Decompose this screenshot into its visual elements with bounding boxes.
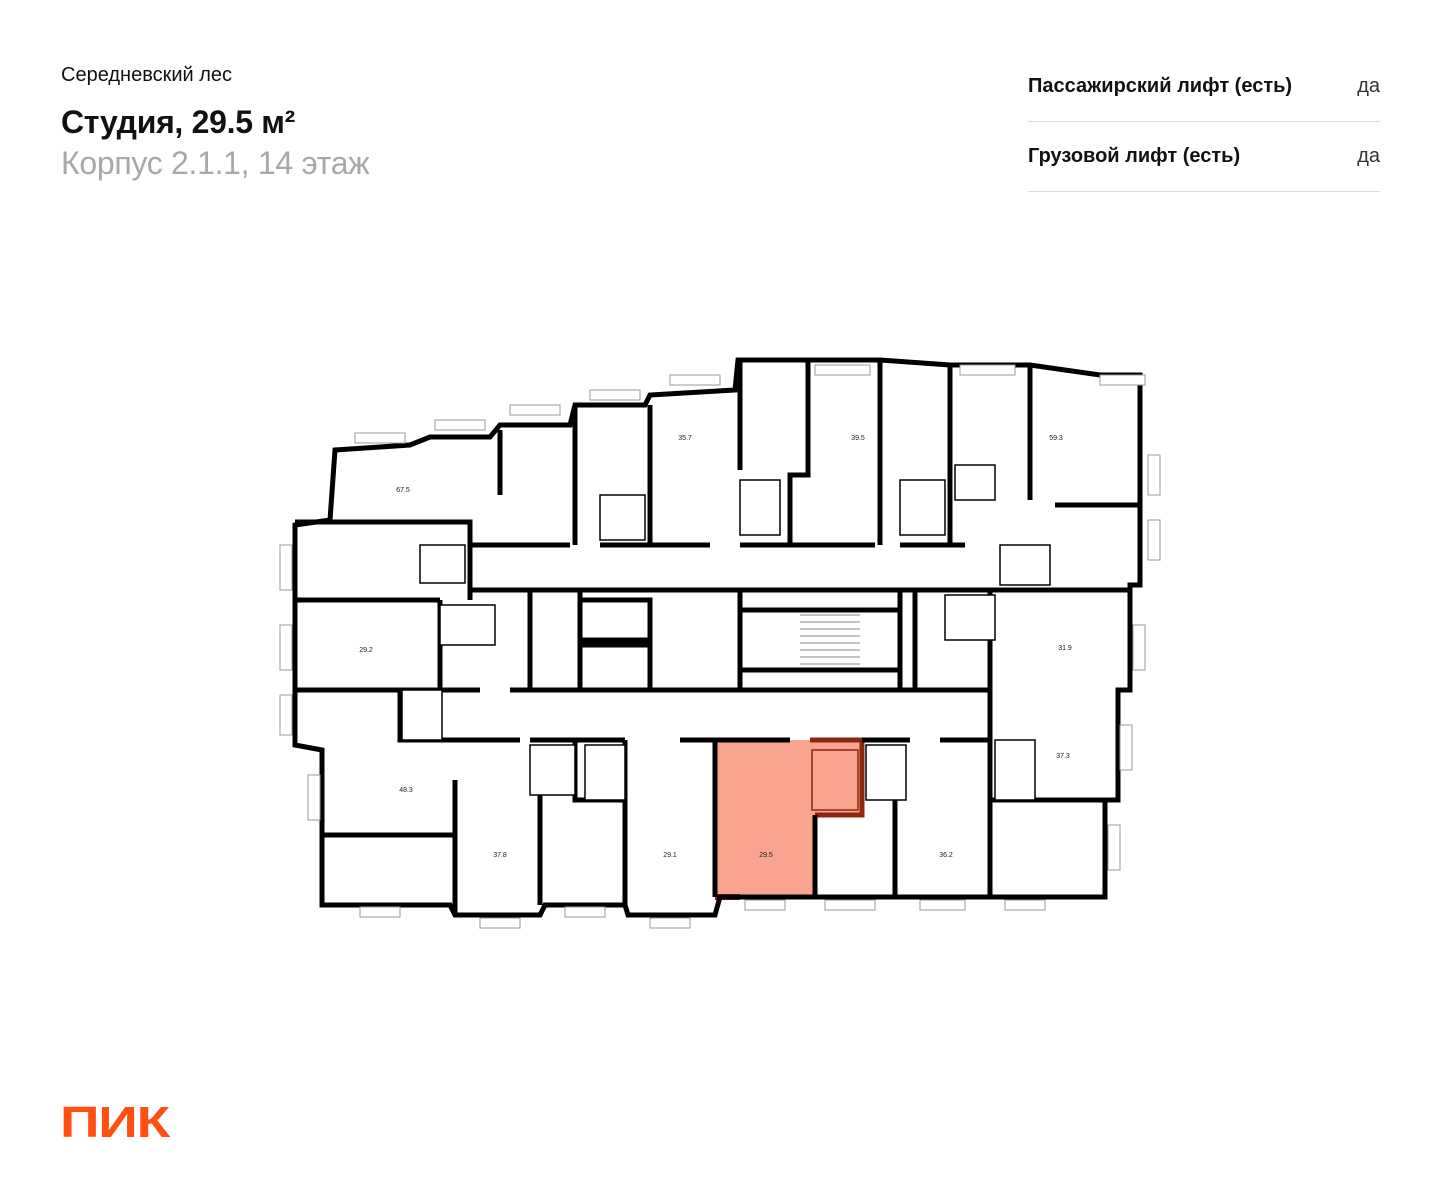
bathrooms — [401, 464, 1051, 811]
apartment-area-label: 59.3 — [1049, 435, 1063, 442]
apartment-area-label: 29.5 — [759, 852, 773, 859]
interior-walls — [295, 360, 1140, 915]
apartment-area-label: 29.1 — [663, 852, 677, 859]
spec-passenger-lift: Пассажирский лифт (есть) да — [1028, 52, 1380, 122]
apartment-area-label: 37.8 — [493, 852, 507, 859]
pik-logo: ПИК — [60, 1098, 170, 1147]
spec-cargo-lift: Грузовой лифт (есть) да — [1028, 122, 1380, 192]
building-floor: Корпус 2.1.1, 14 этаж — [61, 145, 370, 181]
page-title: Студия, 29.5 м² — [61, 104, 296, 140]
spec-label: Пассажирский лифт (есть) — [1028, 75, 1293, 97]
spec-value: да — [1357, 145, 1380, 167]
apartment-area-label: 36.2 — [939, 852, 953, 859]
project-name: Середневский лес — [61, 64, 233, 86]
apartment-area-label: 35.7 — [678, 435, 692, 442]
spec-value: да — [1357, 75, 1380, 97]
apartment-area-label: 48.3 — [399, 787, 413, 794]
apartment-area-label: 67.5 — [396, 487, 410, 494]
apartment-area-label: 29.2 — [359, 647, 373, 654]
apartment-area-label: 37.3 — [1056, 753, 1070, 760]
stairs — [800, 614, 860, 665]
windows — [279, 364, 1161, 929]
spec-label: Грузовой лифт (есть) — [1028, 145, 1241, 167]
apartment-area-label: 39.5 — [851, 435, 865, 442]
specs-list: Пассажирский лифт (есть) да Грузовой лиф… — [1028, 52, 1380, 192]
apartment-labels: 67.5 35.7 39.5 59.3 29.2 31.9 48.3 37.8 … — [359, 435, 1072, 859]
apartment-area-label: 31.9 — [1058, 645, 1072, 652]
